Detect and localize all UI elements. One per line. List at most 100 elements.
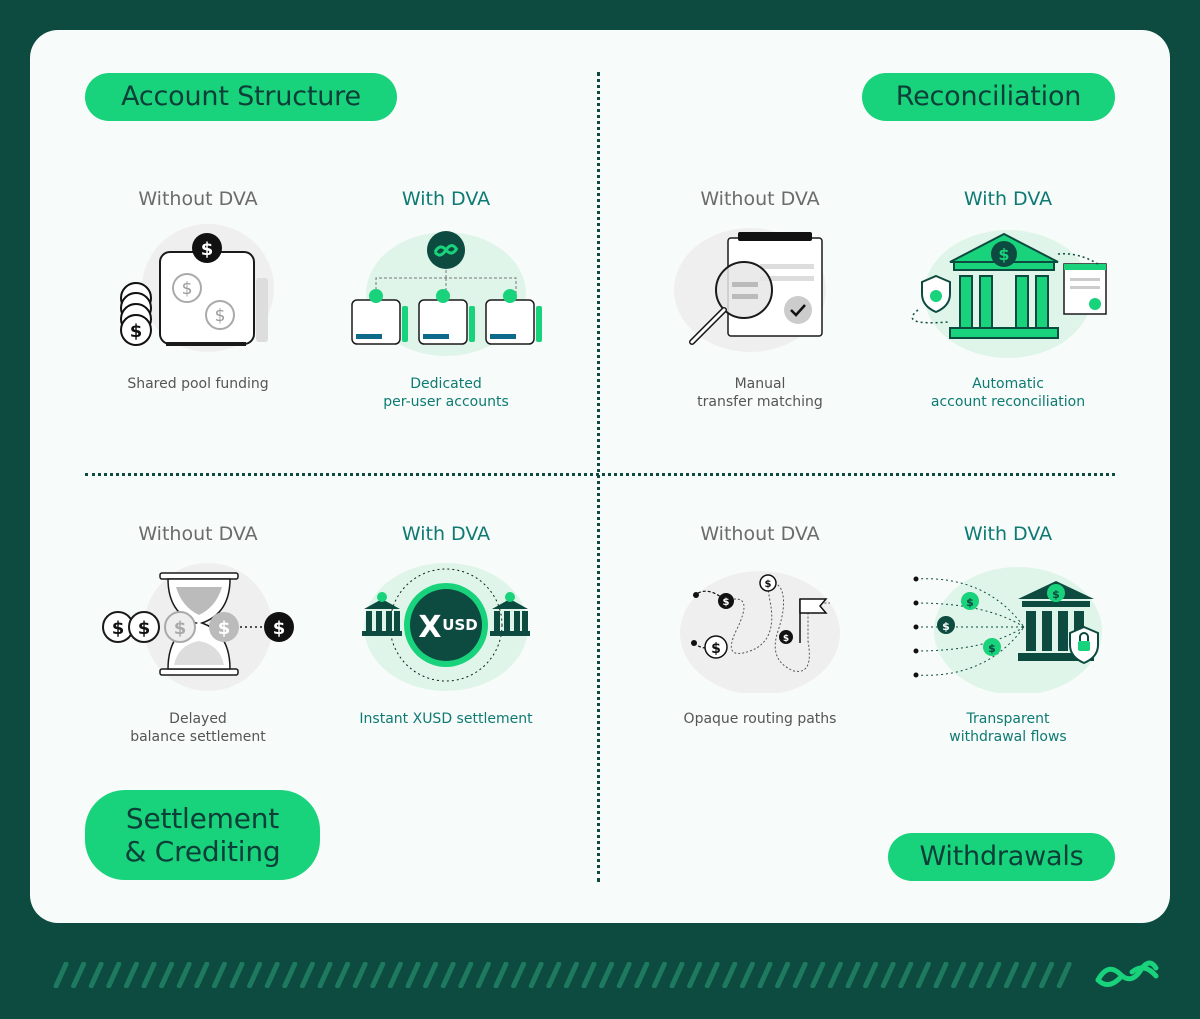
footer-stripe — [863, 962, 879, 988]
piggy-bank-coins-icon: $ $ $ $ — [120, 224, 274, 352]
infographic-card — [30, 30, 1170, 923]
account-without-heading: Without DVA — [138, 188, 258, 210]
footer-stripe — [722, 962, 738, 988]
svg-text:$: $ — [765, 579, 772, 590]
account-with-column: With DVA Dedicated per-user accounts — [326, 188, 566, 418]
svg-text:$: $ — [711, 641, 721, 657]
footer-stripe — [634, 962, 650, 988]
svg-text:$: $ — [218, 618, 231, 639]
account-without-column: Without DVA $ $ $ $ Shared pool funding — [78, 188, 318, 418]
svg-text:$: $ — [998, 245, 1009, 264]
account-with-caption: Dedicated per-user accounts — [383, 376, 509, 410]
footer-stripe — [53, 962, 69, 988]
footer-stripe — [563, 962, 579, 988]
account-with-heading: With DVA — [401, 188, 491, 210]
footer-stripe — [387, 962, 403, 988]
footer-stripe — [106, 962, 122, 988]
footer-stripe — [546, 962, 562, 988]
footer-stripe — [370, 962, 386, 988]
svg-text:USD: USD — [442, 616, 477, 634]
footer-stripe — [581, 962, 597, 988]
footer-stripe — [440, 962, 456, 988]
footer-stripe — [827, 962, 843, 988]
footer-stripe — [669, 962, 685, 988]
footer-stripe — [739, 962, 755, 988]
svg-text:$: $ — [215, 306, 226, 326]
bank-flows-icon: $ $ $ $ — [913, 567, 1102, 693]
withdraw-without-column: Without DVA $ $ $ $ Opaque routing paths — [640, 523, 880, 753]
footer-stripe — [1039, 962, 1055, 988]
svg-text:$: $ — [130, 321, 143, 342]
svg-text:$: $ — [174, 618, 187, 639]
withdraw-with-caption: Transparent withdrawal flows — [949, 711, 1067, 745]
footer-stripes — [53, 962, 1072, 988]
footer-stripe — [933, 962, 949, 988]
footer-stripe — [317, 962, 333, 988]
svg-text:$: $ — [783, 634, 789, 644]
footer-stripe — [176, 962, 192, 988]
footer-stripe — [458, 962, 474, 988]
footer-stripe — [528, 962, 544, 988]
settlement-title: Settlement & Crediting — [85, 790, 320, 880]
svg-text:$: $ — [1052, 588, 1060, 601]
svg-text:$: $ — [201, 239, 214, 260]
footer-stripe — [405, 962, 421, 988]
footer-stripe — [141, 962, 157, 988]
recon-without-caption: Manual transfer matching — [697, 376, 823, 410]
hourglass-coins-icon: $ $ $ $ $ — [102, 563, 294, 691]
footer-stripe — [511, 962, 527, 988]
tangled-path-icon: $ $ $ $ — [680, 571, 840, 693]
withdraw-without-caption: Opaque routing paths — [683, 711, 837, 727]
svg-text:$: $ — [942, 620, 950, 633]
vertical-divider — [597, 72, 600, 882]
svg-text:X: X — [418, 610, 441, 645]
footer-stripe — [247, 962, 263, 988]
svg-text:$: $ — [723, 597, 730, 608]
bank-shield-document-icon: $ — [911, 230, 1107, 358]
withdraw-without-heading: Without DVA — [700, 523, 820, 545]
settle-without-heading: Without DVA — [138, 523, 258, 545]
footer-stripe — [968, 962, 984, 988]
footer-stripe — [792, 962, 808, 988]
svg-text:$: $ — [273, 618, 286, 639]
footer-stripe — [687, 962, 703, 988]
footer-stripe — [159, 962, 175, 988]
footer-stripe — [229, 962, 245, 988]
footer-stripe — [951, 962, 967, 988]
footer-stripe — [493, 962, 509, 988]
footer-stripe — [775, 962, 791, 988]
withdrawals-title: Withdrawals — [888, 833, 1115, 881]
footer-stripe — [352, 962, 368, 988]
settle-with-column: With DVA X USD Instant XUSD settlement — [326, 523, 566, 753]
network-wallets-icon — [351, 231, 542, 356]
footer-stripe — [194, 962, 210, 988]
footer-stripe — [1003, 962, 1019, 988]
account-structure-title: Account Structure — [85, 73, 397, 121]
xusd-coin-banks-icon: X USD — [362, 563, 530, 691]
account-without-caption: Shared pool funding — [127, 376, 269, 392]
settle-without-column: Without DVA $ $ $ $ $ Delayed balance se… — [78, 523, 318, 753]
footer-stripe — [335, 962, 351, 988]
footer-stripe — [123, 962, 139, 988]
footer-stripe — [264, 962, 280, 988]
footer-stripe — [810, 962, 826, 988]
withdraw-with-heading: With DVA — [963, 523, 1053, 545]
footer-stripe — [651, 962, 667, 988]
footer-stripe — [704, 962, 720, 988]
svg-text:$: $ — [182, 279, 193, 299]
footer-stripe — [898, 962, 914, 988]
recon-with-caption: Automatic account reconciliation — [930, 376, 1086, 410]
recon-without-column: Without DVA Manual transfer matching — [640, 188, 880, 418]
settle-with-caption: Instant XUSD settlement — [359, 711, 533, 727]
footer-stripe — [1021, 962, 1037, 988]
svg-text:$: $ — [966, 596, 974, 609]
footer-stripe — [986, 962, 1002, 988]
svg-text:$: $ — [112, 618, 125, 639]
footer-stripe — [282, 962, 298, 988]
horizontal-divider — [85, 473, 1115, 476]
footer-stripe — [88, 962, 104, 988]
footer-stripe — [299, 962, 315, 988]
footer-stripe — [211, 962, 227, 988]
footer-stripe — [599, 962, 615, 988]
recon-without-heading: Without DVA — [700, 188, 820, 210]
